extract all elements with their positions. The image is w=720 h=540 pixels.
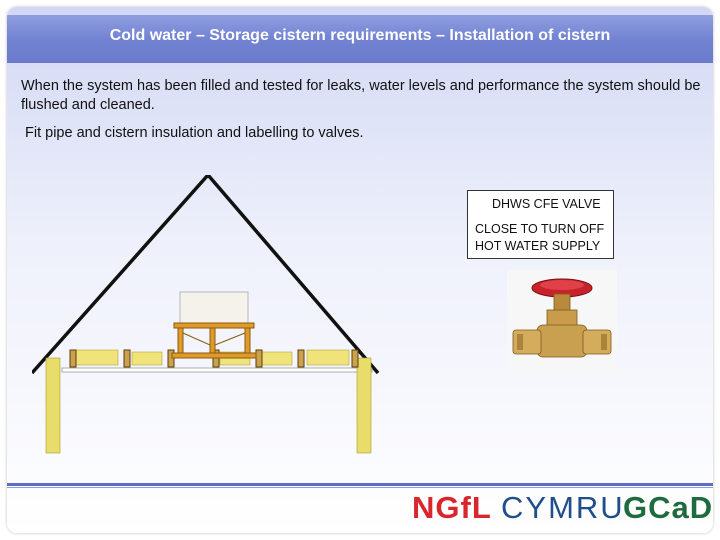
ceiling-joist xyxy=(61,367,373,373)
valve-label-line1: CLOSE TO TURN OFF xyxy=(475,222,605,236)
title-bar xyxy=(7,15,713,63)
valve-bonnet xyxy=(546,309,578,327)
valve-body xyxy=(536,324,588,358)
slide: Cold water – Storage cistern requirement… xyxy=(7,7,713,533)
valve-stem xyxy=(553,293,571,313)
insulation-paragraph: Fit pipe and cistern insulation and labe… xyxy=(25,125,364,141)
attic-cistern-diagram-icon xyxy=(32,175,380,454)
roof-outline xyxy=(32,175,380,375)
valve-label: DHWS CFE VALVE CLOSE TO TURN OFF HOT WAT… xyxy=(467,190,614,259)
gcad-logo: GCaD xyxy=(623,490,713,525)
slide-title: Cold water – Storage cistern requirement… xyxy=(109,27,611,44)
valve-label-title: DHWS CFE VALVE xyxy=(492,197,601,211)
ngfl-logo: NGfL xyxy=(412,490,492,525)
gate-valve-photo-icon xyxy=(507,270,617,375)
wall-insulation-left xyxy=(45,357,61,454)
footer-rule xyxy=(7,483,713,486)
wall-insulation-right xyxy=(356,357,372,454)
footer-rule-thin xyxy=(7,487,713,488)
cistern-tank xyxy=(179,291,249,325)
valve-label-line2: HOT WATER SUPPLY xyxy=(475,239,601,253)
tank-platform xyxy=(171,322,257,359)
cymru-logo: CYMRU xyxy=(501,490,625,525)
instruction-paragraph: When the system has been filled and test… xyxy=(21,78,701,113)
